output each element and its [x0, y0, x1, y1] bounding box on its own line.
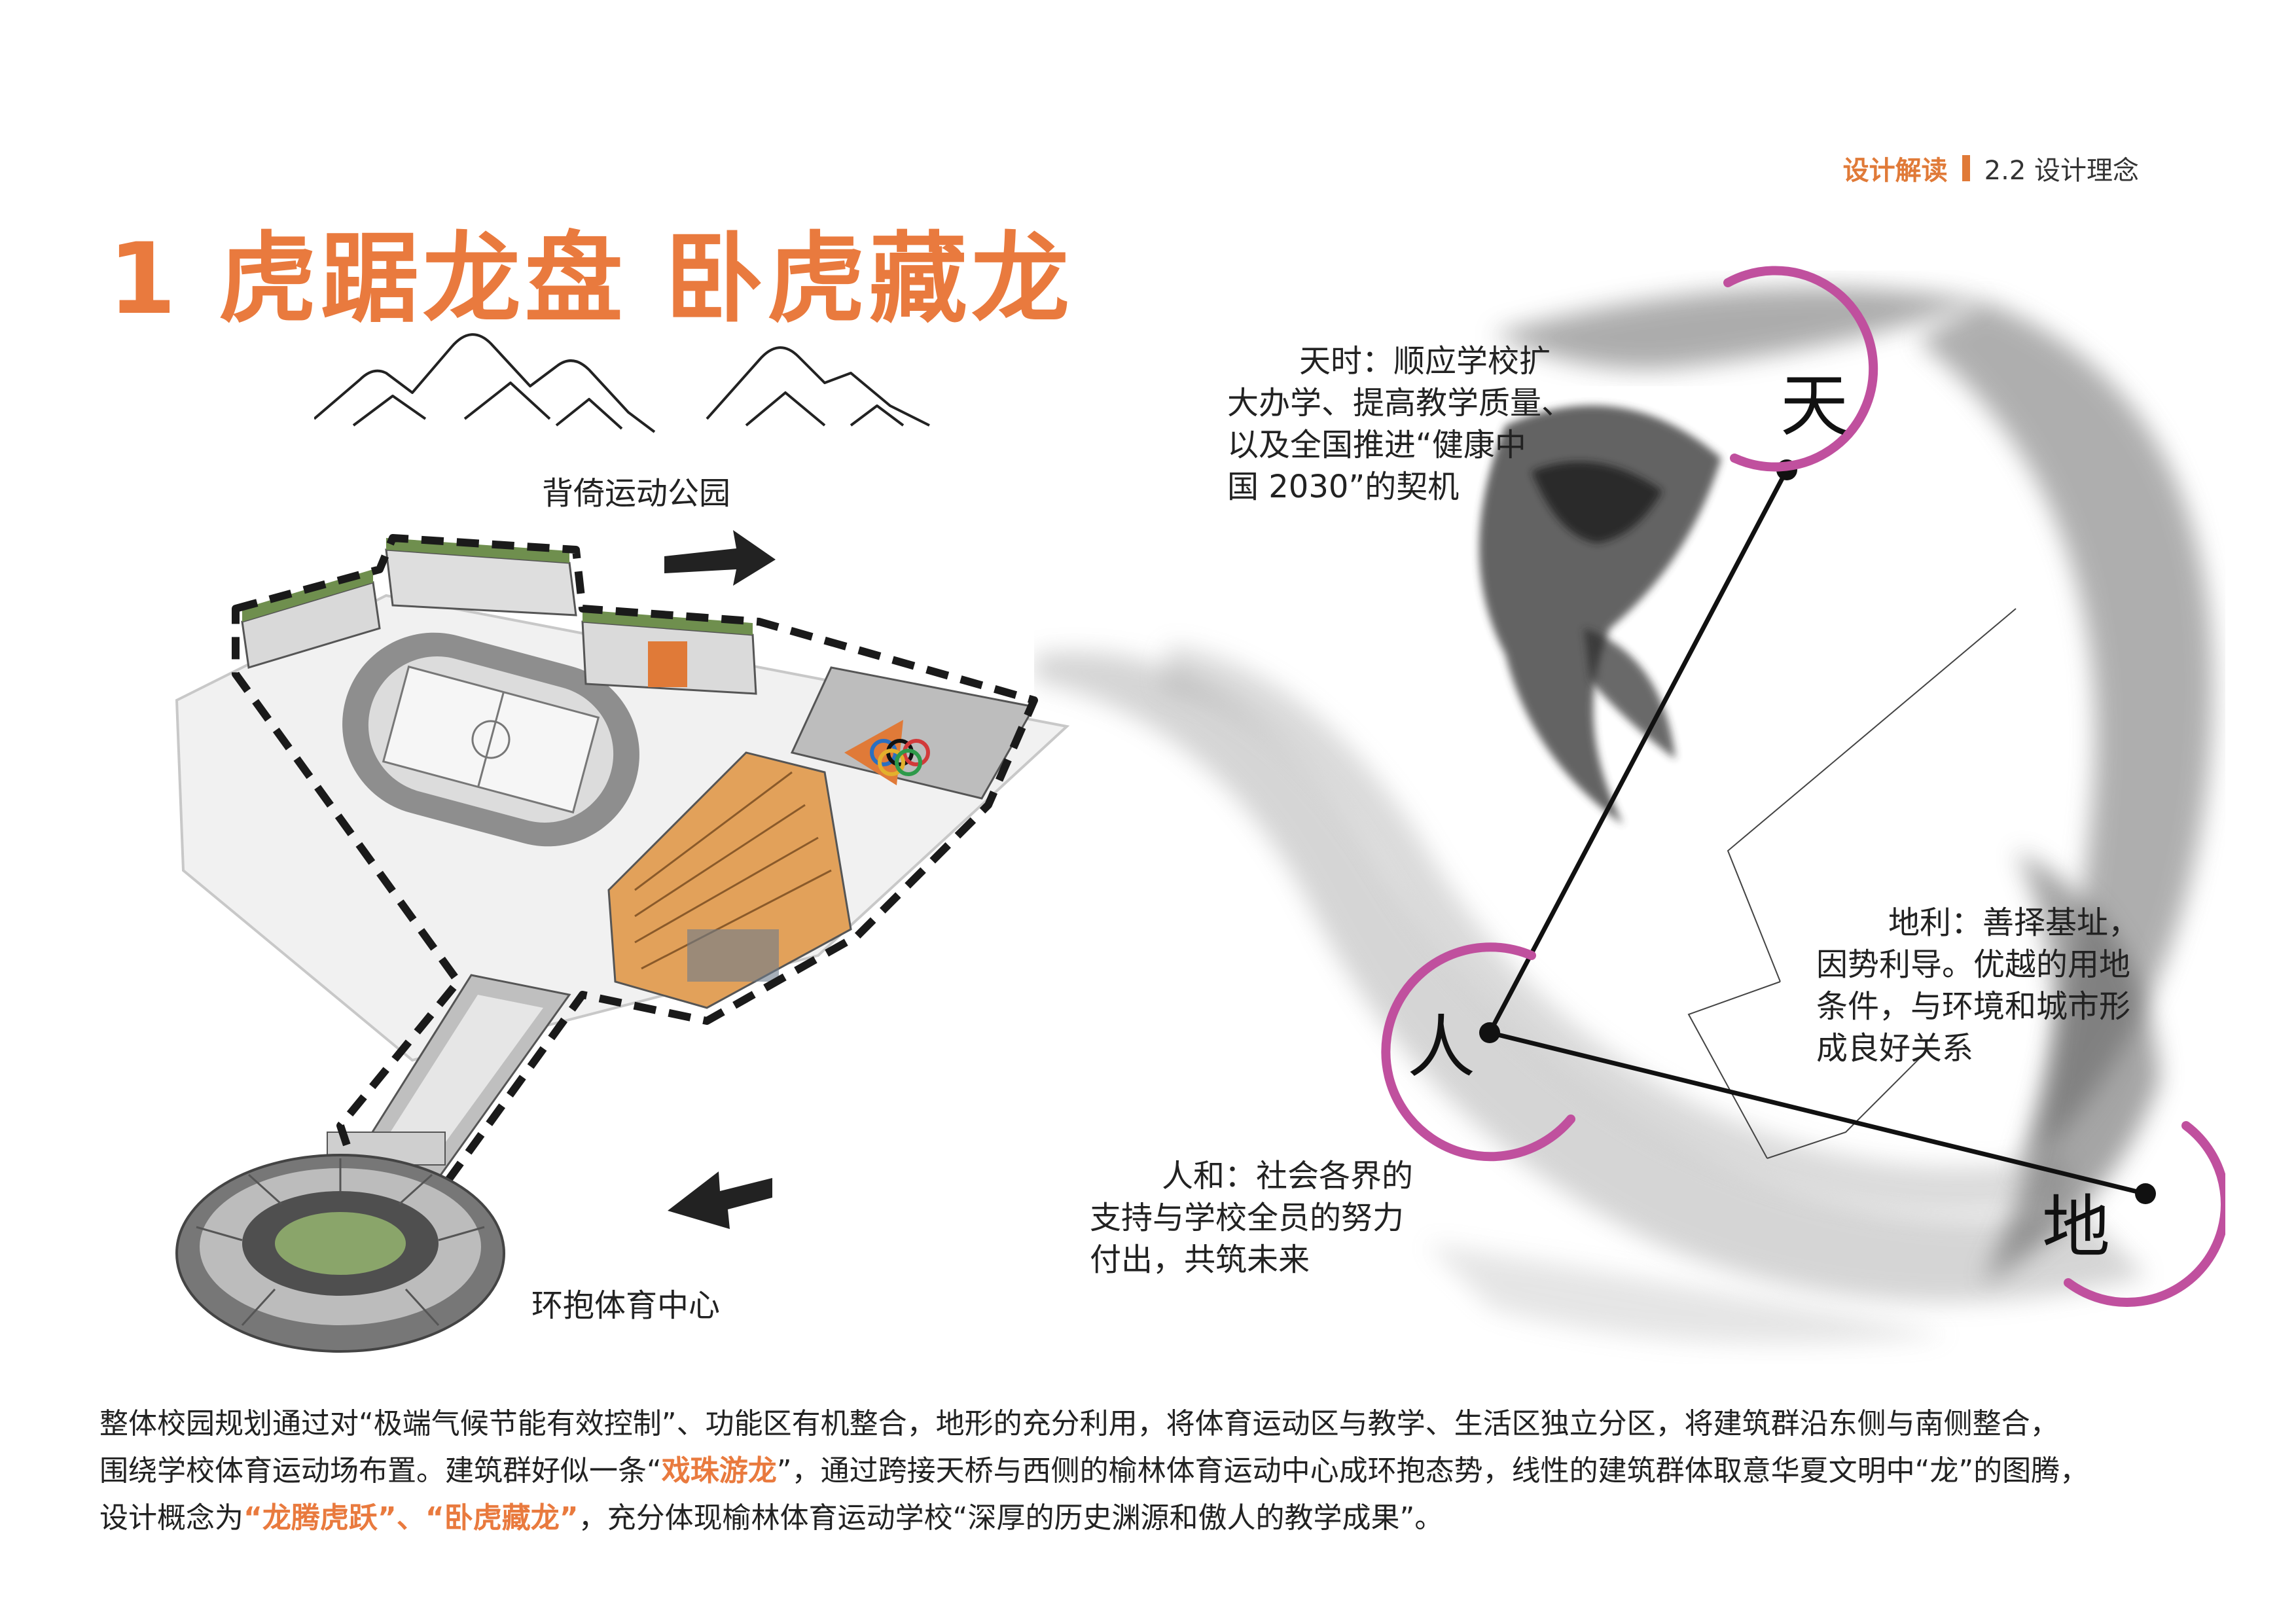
- ren-description: 人和：社会各界的 支持与学校全员的努力 付出，共筑未来: [1090, 1155, 1413, 1281]
- tian-description: 天时：顺应学校扩 大办学、提高教学质量、 以及全国推进“健康中 国 2030”的…: [1227, 340, 1573, 508]
- ren-line: 付出，共筑未来: [1090, 1241, 1310, 1278]
- park-label: 背倚运动公园: [542, 475, 731, 512]
- di-line: 成良好关系: [1816, 1030, 1974, 1067]
- tian-line: 以及全国推进“健康中: [1227, 427, 1526, 463]
- mountains-icon: [314, 333, 930, 433]
- description-line-2: 围绕学校体育运动场布置。建筑群好似一条“戏珠游龙”，通过跨接天桥与西侧的榆林体育…: [99, 1454, 2089, 1488]
- arrow-up-right-icon: [664, 530, 776, 586]
- ink-dragon-artwork: [1034, 266, 2225, 1344]
- sports-center-label: 环抱体育中心: [531, 1287, 721, 1324]
- highlight-dragon: 戏珠游龙: [661, 1454, 777, 1488]
- divider-bar: [1962, 155, 1970, 181]
- di-line: 条件，与环境和城市形: [1816, 988, 2131, 1025]
- section-name: 设计解读: [1842, 156, 1948, 186]
- subsection-name: 2.2 设计理念: [1984, 156, 2139, 186]
- tian-char: 天: [1780, 366, 1849, 446]
- ren-line: 支持与学校全员的努力: [1090, 1200, 1405, 1236]
- design-description: 整体校园规划通过对“极端气候节能有效控制”、功能区有机整合，地形的充分利用，将体…: [99, 1400, 2207, 1542]
- description-line-3: 设计概念为“龙腾虎跃”、“卧虎藏龙”，充分体现榆林体育运动学校“深厚的历史渊源和…: [99, 1501, 1444, 1535]
- di-description: 地利：善择基址， 因势利导。优越的用地 条件，与环境和城市形 成良好关系: [1816, 902, 2140, 1069]
- tian-line: 国 2030”的契机: [1227, 469, 1460, 505]
- highlight-concept-2: “卧虎藏龙”: [425, 1501, 579, 1535]
- arrow-down-left-icon: [668, 1171, 772, 1229]
- page-title: 1 虎踞龙盘 卧虎藏龙: [108, 223, 1073, 336]
- di-line: 地利：善择基址，: [1888, 904, 2140, 941]
- di-char: 地: [2042, 1187, 2111, 1267]
- sports-center-illustration: [175, 1154, 505, 1353]
- tian-line: 大办学、提高教学质量、: [1227, 385, 1573, 421]
- tian-line: 天时：顺应学校扩: [1299, 343, 1551, 380]
- description-line-1: 整体校园规划通过对“极端气候节能有效控制”、功能区有机整合，地形的充分利用，将体…: [99, 1407, 2059, 1440]
- highlight-concept-1: “龙腾虎跃”、: [243, 1501, 425, 1535]
- di-line: 因势利导。优越的用地: [1816, 946, 2131, 983]
- section-header: 设计解读 2.2 设计理念: [1843, 149, 2139, 187]
- ren-line: 人和：社会各界的: [1162, 1158, 1414, 1194]
- ren-char: 人: [1407, 1007, 1476, 1087]
- campus-illustration: [175, 534, 1070, 1188]
